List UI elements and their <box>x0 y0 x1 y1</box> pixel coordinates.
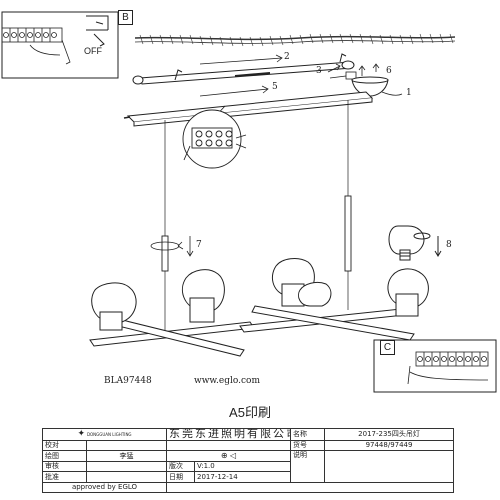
website-caption: www.eglo.com <box>194 376 260 386</box>
mounting-bracket <box>132 53 355 85</box>
step-1: 1 <box>406 88 412 98</box>
lamp-arms <box>89 305 415 357</box>
step-2: 2 <box>284 52 290 62</box>
canopy-bar <box>126 91 374 127</box>
wiring-detail <box>182 105 247 169</box>
off-label: OFF <box>84 46 102 56</box>
item-value: 97448/97449 <box>324 439 455 452</box>
print-title: A5印刷 <box>229 405 271 420</box>
panel-c-label: C <box>380 340 395 355</box>
terminal-block-c <box>407 351 489 385</box>
name-value: 2017-235四头吊灯 <box>324 428 455 441</box>
name-label: 名称 <box>290 428 326 441</box>
footer-blank <box>166 481 455 493</box>
bulb-icon-8 <box>388 225 442 261</box>
projection-symbol: ⊕ ◁ <box>166 450 292 462</box>
drawer-name: 李猛 <box>85 450 168 462</box>
arrow-5 <box>199 85 269 97</box>
rods <box>161 195 352 272</box>
draw-label: 绘图 <box>42 450 87 462</box>
version-label: 版次 <box>166 460 196 473</box>
arrow-1 <box>381 91 403 96</box>
company-name: 东莞东进照明有限公司 <box>166 428 292 441</box>
title-block: ✦ DONGGUAN LIGHTING 东莞东进照明有限公司 名称 2017-2… <box>41 428 455 493</box>
panel-b-label: B <box>118 10 133 25</box>
blank-cell <box>166 439 292 452</box>
logo-subtitle: DONGGUAN LIGHTING <box>86 431 132 437</box>
terminal-block-b <box>1 27 71 65</box>
company-logo: ✦ DONGGUAN LIGHTING <box>41 428 168 441</box>
approve-value <box>85 471 168 483</box>
step-8: 8 <box>446 240 452 250</box>
suspension-wires <box>164 100 349 336</box>
date-label: 日期 <box>166 471 196 483</box>
review-value <box>85 460 168 473</box>
step-7: 7 <box>196 240 202 250</box>
arrow-2 <box>199 54 283 65</box>
step-5: 5 <box>272 82 278 92</box>
rotation-arrow-7 <box>150 236 194 257</box>
ceiling-hatch <box>134 33 456 47</box>
model-caption: BLA97448 <box>104 376 152 386</box>
power-switch-icon <box>86 15 109 47</box>
panel-c-frame <box>373 339 497 393</box>
review-label: 审核 <box>42 460 87 473</box>
lamp-shades <box>91 258 429 331</box>
panel-b-frame <box>1 11 119 79</box>
check-label: 校对 <box>42 439 87 452</box>
note-label: 说明 <box>290 450 326 483</box>
step-6: 6 <box>386 66 392 76</box>
assembly-drawing <box>1 11 497 393</box>
step-3: 3 <box>316 66 322 76</box>
version-value: V:1.0 <box>194 460 292 473</box>
logo-icon: ✦ <box>77 428 86 439</box>
date-value: 2017-12-14 <box>194 471 292 483</box>
screw-group-3 <box>327 63 357 80</box>
note-value <box>324 450 455 483</box>
approved-by: approved by EGLO <box>41 481 168 493</box>
item-label: 货号 <box>290 439 326 452</box>
check-value <box>85 439 168 452</box>
approve-label: 批准 <box>42 471 87 483</box>
